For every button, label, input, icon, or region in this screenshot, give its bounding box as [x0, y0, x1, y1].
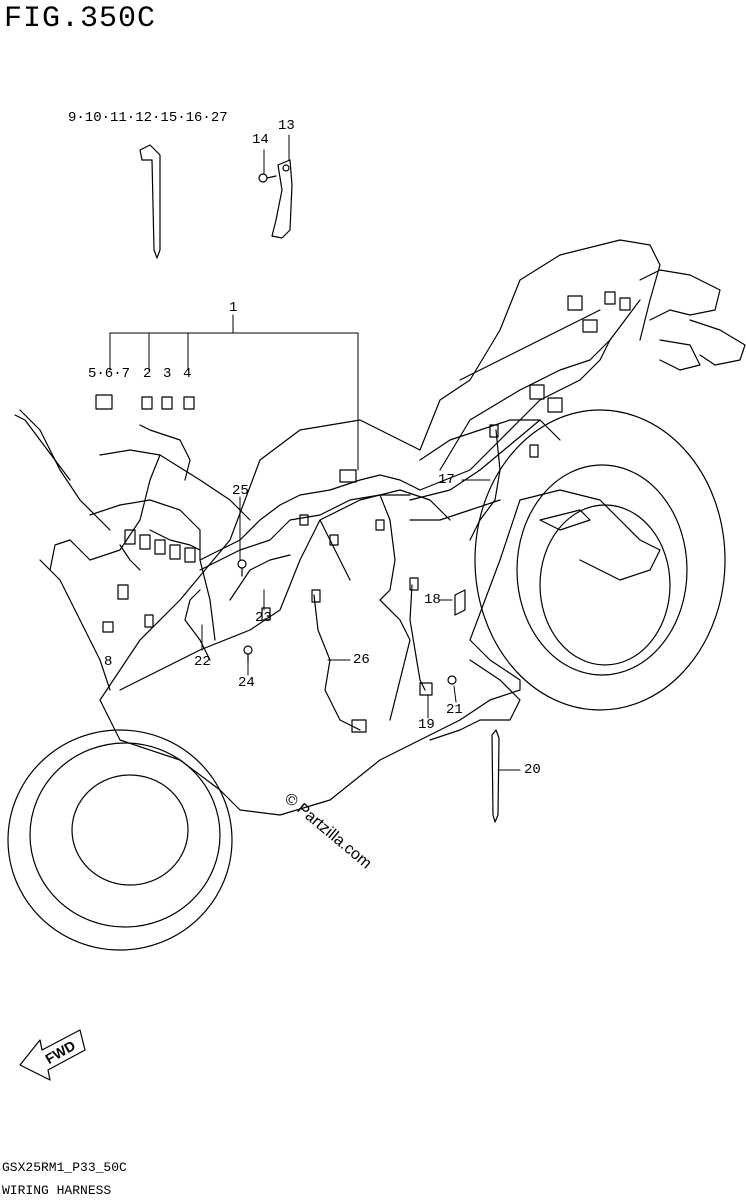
callout-4: 4	[183, 366, 192, 382]
bolt-14	[258, 173, 277, 183]
callout-19: 19	[418, 717, 435, 733]
callout-2: 2	[143, 366, 152, 382]
callout-3: 3	[163, 366, 172, 382]
callout-22: 22	[194, 654, 211, 670]
cable-tie-20	[491, 729, 500, 823]
cable-tie-top	[139, 144, 161, 259]
callout-14: 14	[252, 132, 269, 148]
callout-23: 23	[255, 610, 272, 626]
figure-name: WIRING HARNESS	[2, 1183, 112, 1198]
callout-5-7: 5·6·7	[88, 366, 131, 382]
front-wheel	[7, 729, 233, 951]
callout-1: 1	[229, 300, 238, 316]
callout-21: 21	[446, 702, 463, 718]
figure-code: GSX25RM1_P33_50C	[2, 1160, 127, 1175]
small-fasteners	[237, 559, 457, 685]
callout-9-27: 9·10·11·12·15·16·27	[68, 110, 228, 126]
callout-20: 20	[524, 762, 541, 778]
callout-18: 18	[424, 592, 441, 608]
leader-lines	[109, 134, 521, 771]
fwd-arrow-icon: FWD	[19, 1029, 86, 1081]
rear-wheel	[474, 409, 726, 711]
callout-8: 8	[104, 654, 113, 670]
connectors	[102, 291, 631, 733]
callout-17: 17	[438, 472, 455, 488]
figure-title: FIG.350C	[4, 2, 157, 36]
callout-13: 13	[278, 118, 295, 134]
callout-25: 25	[232, 483, 249, 499]
callout-26: 26	[353, 652, 370, 668]
motorcycle-body	[14, 239, 746, 816]
clamp-13	[271, 159, 293, 239]
fwd-label: FWD	[42, 1037, 78, 1067]
callout-24: 24	[238, 675, 255, 691]
relay-fuse-set	[95, 394, 195, 410]
